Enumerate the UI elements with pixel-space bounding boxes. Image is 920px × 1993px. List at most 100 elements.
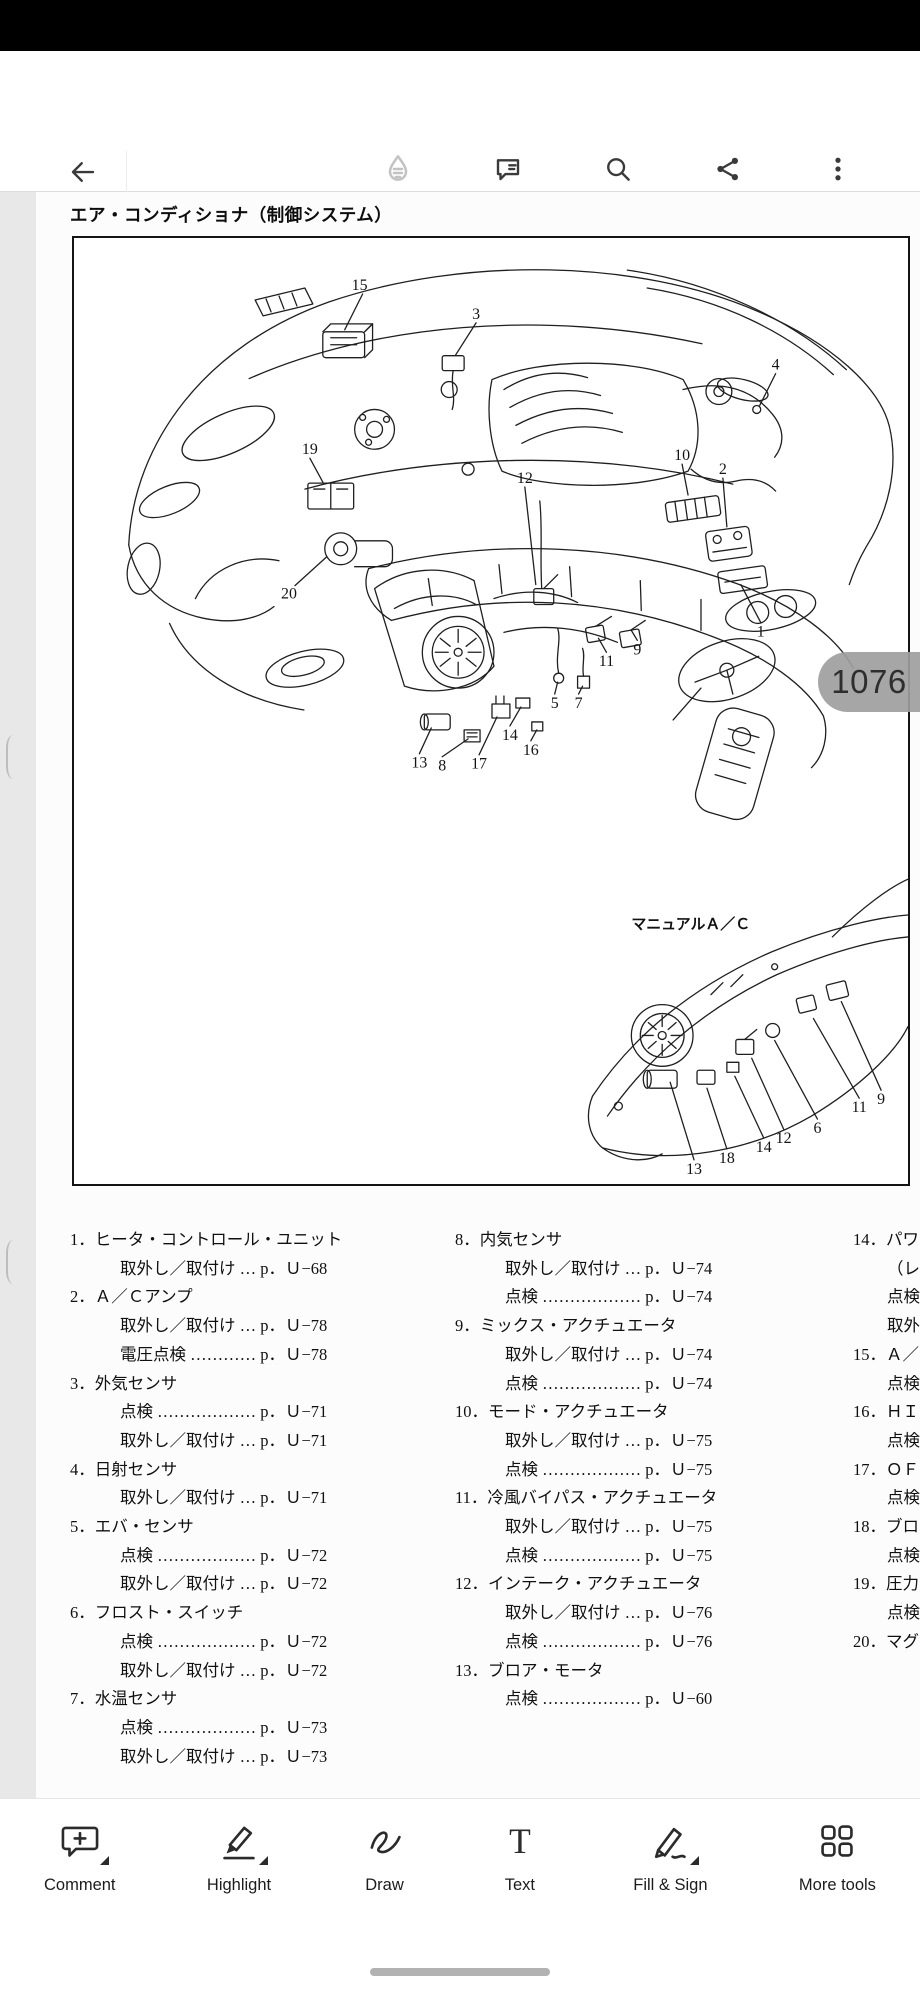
more-options-icon xyxy=(835,157,841,181)
callout-14: 14 xyxy=(502,727,518,744)
parts-ref: 電圧点検 ………… p．Ｕ−78 xyxy=(120,1344,328,1364)
tools-grid-icon xyxy=(815,1819,859,1863)
parts-ref: 取外し／取付け … p．Ｕ−72 xyxy=(120,1574,328,1594)
text-tool-icon: T xyxy=(498,1819,542,1863)
parts-item: 3．外気センサ xyxy=(70,1373,178,1393)
parts-ref: 点検 xyxy=(887,1287,920,1307)
parts-item: 11．冷風バイパス・アクチュエータ xyxy=(455,1488,718,1508)
tool-label: Text xyxy=(504,1876,535,1894)
sub-callout-6: 6 xyxy=(813,1120,821,1137)
parts-ref: 取外し／取付け … p．Ｕ−68 xyxy=(120,1258,328,1278)
sub-callout-11: 11 xyxy=(852,1099,867,1116)
annotation-toolbar: Comment Highlight Draw T Text xyxy=(0,1798,920,1993)
tool-draw[interactable]: Draw xyxy=(363,1819,407,1993)
status-bar xyxy=(0,0,920,51)
submenu-corner xyxy=(259,1856,269,1865)
callout-19: 19 xyxy=(302,441,318,458)
parts-item: 13．ブロア・モータ xyxy=(455,1660,604,1680)
more-options-button[interactable] xyxy=(816,147,860,191)
figure-box: 15 3 4 19 10 2 12 20 1 9 11 5 7 13 8 17 … xyxy=(72,236,910,1186)
parts-ref: 取外し／取付け … p．Ｕ−73 xyxy=(120,1746,328,1766)
parts-ref: 点検 xyxy=(887,1373,920,1393)
parts-column-3: 14．パワ （レ 点検 取外 15．Ａ／ 点検 16．ＨＩ 点検 17．ＯＦ 点… xyxy=(853,1226,920,1657)
callout-5: 5 xyxy=(551,695,559,712)
parts-ref: 点検 ……………… p．Ｕ−72 xyxy=(120,1631,328,1651)
sub-callout-13: 13 xyxy=(686,1161,702,1178)
callout-15: 15 xyxy=(352,277,368,294)
fill-sign-pen-icon xyxy=(648,1819,700,1865)
parts-ref: 点検 ……………… p．Ｕ−74 xyxy=(505,1287,713,1307)
back-button[interactable] xyxy=(58,147,108,197)
share-icon xyxy=(717,157,738,181)
callout-1: 1 xyxy=(757,623,765,640)
parts-item: 1．ヒータ・コントロール・ユニット xyxy=(70,1230,343,1249)
parts-ref: 点検 ……………… p．Ｕ−72 xyxy=(120,1545,328,1565)
search-button[interactable] xyxy=(596,147,640,191)
parts-ref: 取外し／取付け … p．Ｕ−74 xyxy=(505,1258,713,1278)
tool-highlight[interactable]: Highlight xyxy=(207,1819,271,1993)
home-indicator-bar[interactable] xyxy=(370,1968,550,1976)
page-curl-mark xyxy=(6,735,20,779)
parts-ref: 点検 ……………… p．Ｕ−74 xyxy=(505,1373,713,1393)
parts-ref: 点検 xyxy=(887,1545,920,1565)
parts-item: 6．フロスト・スイッチ xyxy=(70,1603,244,1623)
parts-item: 15．Ａ／ xyxy=(853,1344,919,1364)
liquid-mode-icon xyxy=(388,155,408,181)
parts-ref: 点検 ……………… p．Ｕ−60 xyxy=(505,1689,713,1709)
comment-icon xyxy=(496,159,520,181)
draw-squiggle-icon xyxy=(363,1819,407,1863)
toolbar-divider xyxy=(126,151,127,193)
tool-more-tools[interactable]: More tools xyxy=(799,1819,876,1993)
parts-item: 19．圧力 xyxy=(853,1574,919,1594)
parts-ref: 取外し／取付け … p．Ｕ−75 xyxy=(505,1517,713,1537)
parts-ref: 取外し／取付け … p．Ｕ−78 xyxy=(120,1316,328,1336)
back-arrow-icon xyxy=(71,162,95,182)
parts-ref: 取外 xyxy=(887,1316,920,1336)
callout-12: 12 xyxy=(517,470,533,487)
parts-item: 17．ＯＦ xyxy=(853,1459,919,1479)
callout-9: 9 xyxy=(633,641,641,658)
liquid-mode-button[interactable] xyxy=(376,147,420,191)
tool-label: Draw xyxy=(365,1876,404,1894)
submenu-corner xyxy=(690,1856,700,1865)
tool-label: Comment xyxy=(44,1876,116,1894)
callout-10: 10 xyxy=(674,447,690,464)
tool-fill-sign[interactable]: Fill & Sign xyxy=(633,1819,708,1993)
tool-text[interactable]: T Text xyxy=(498,1819,542,1993)
tool-comment[interactable]: Comment xyxy=(44,1819,116,1993)
comment-button[interactable] xyxy=(486,147,530,191)
parts-column-2: 8．内気センサ 取外し／取付け … p．Ｕ−74 点検 ……………… p．Ｕ−7… xyxy=(455,1226,717,1714)
callout-13: 13 xyxy=(411,755,427,772)
parts-ref: 点検 xyxy=(887,1488,920,1508)
manual-ac-label: マニュアルＡ／Ｃ xyxy=(631,915,750,933)
tool-label: More tools xyxy=(798,1876,876,1894)
engine-bay-diagram xyxy=(126,269,894,821)
parts-item: 12．インテーク・アクチュエータ xyxy=(455,1574,702,1594)
callout-20: 20 xyxy=(281,586,297,603)
highlighter-icon xyxy=(217,1819,269,1865)
parts-ref: 点検 ……………… p．Ｕ−75 xyxy=(505,1459,713,1479)
share-button[interactable] xyxy=(706,147,750,191)
parts-ref: （レ xyxy=(887,1258,920,1278)
callout-2: 2 xyxy=(719,461,727,478)
parts-item: 18．ブロ xyxy=(853,1517,919,1537)
page-number-badge[interactable]: 1076 xyxy=(818,652,920,712)
parts-item: 9．ミックス・アクチュエータ xyxy=(455,1316,677,1336)
callout-11: 11 xyxy=(599,653,614,670)
page-title: エア・コンディショナ（制御システム） xyxy=(70,205,393,225)
callout-17: 17 xyxy=(471,756,487,773)
parts-item: 14．パワ xyxy=(853,1230,919,1249)
callout-7: 7 xyxy=(575,695,583,712)
parts-item: 7．水温センサ xyxy=(70,1689,178,1709)
comment-plus-icon xyxy=(58,1819,109,1865)
parts-ref: 点検 xyxy=(887,1430,920,1450)
parts-ref: 点検 ……………… p．Ｕ−71 xyxy=(120,1402,328,1422)
parts-ref: 取外し／取付け … p．Ｕ−72 xyxy=(120,1660,328,1680)
parts-ref: 点検 ……………… p．Ｕ−75 xyxy=(505,1545,713,1565)
toolbar-action-group xyxy=(376,147,860,191)
callout-8: 8 xyxy=(438,758,446,775)
parts-column-1: 1．ヒータ・コントロール・ユニット 取外し／取付け … p．Ｕ−68 2．Ａ／Ｃ… xyxy=(70,1226,342,1771)
parts-item: 8．内気センサ xyxy=(455,1230,563,1249)
parts-ref: 点検 ……………… p．Ｕ−76 xyxy=(505,1631,713,1651)
parts-ref: 取外し／取付け … p．Ｕ−75 xyxy=(505,1430,713,1450)
